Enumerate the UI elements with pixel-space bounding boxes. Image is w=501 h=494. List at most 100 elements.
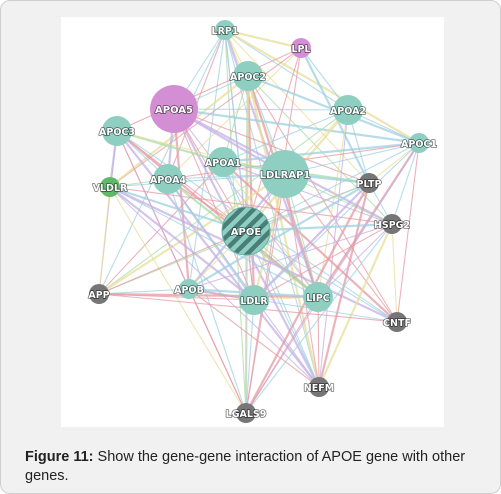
edge-apoa1-hspg2 [222,161,393,225]
edge-ldlrap1-vldlr [109,173,286,188]
node-lipc[interactable]: LIPC [303,282,333,312]
node-circle-lpl[interactable] [291,38,311,58]
edge-apoe-nefm [245,230,320,388]
edge-ldlrap1-nefm [284,173,320,388]
node-circle-cntf[interactable] [387,312,407,332]
node-hspg2[interactable]: HSPG2 [373,214,411,234]
node-label-ldlr: LDLR [240,296,268,307]
node-circle-lipc[interactable] [303,282,333,312]
edge-lpl-apoe [245,47,302,232]
edge-hspg2-nefm [317,223,394,388]
edge-apoa5-pltp [173,108,370,184]
node-apob[interactable]: APOB [173,279,205,299]
node-ldlr[interactable]: LDLR [239,285,269,315]
edge-ldlrap1-app [98,173,286,295]
edge-pltp-apob [188,182,370,290]
node-pltp[interactable]: PLTP [356,173,382,193]
node-label-apoc3: APOC3 [99,127,135,138]
node-apoc2[interactable]: APOC2 [229,61,267,91]
edge-lrp1-apoa2 [224,29,349,111]
edge-apoc3-apoa1 [116,129,224,164]
node-label-apoa5: APOA5 [155,105,193,116]
node-apoc3[interactable]: APOC3 [98,116,136,146]
node-circle-app[interactable] [89,284,109,304]
node-label-lipc: LIPC [306,293,330,304]
node-circle-ldlr[interactable] [239,285,269,315]
node-apoa5[interactable]: APOA5 [150,85,198,133]
edge-apoe-cntf [245,230,398,323]
node-circle-apoa5[interactable] [150,85,198,133]
edge-hspg2-apob [188,223,393,290]
node-label-lrp1: LRP1 [212,26,239,37]
node-label-apoa1: APOA1 [205,158,241,169]
node-label-lpl: LPL [291,44,310,55]
edge-apoc2-hspg2 [247,75,393,225]
caption-text: Show the gene-gene interaction of APOE g… [25,449,466,484]
node-circle-apoa1[interactable] [208,147,238,177]
edge-app-lipc [98,292,319,299]
node-circle-lgals9[interactable] [236,403,256,423]
edge-hspg2-lipc [317,223,393,298]
edge-vldlr-nefm [109,186,320,388]
edge-apoa5-apoa2 [173,108,349,111]
node-circle-apoc2[interactable] [233,61,263,91]
node-circle-hspg2[interactable] [382,214,402,234]
edge-apoc1-pltp [368,142,420,184]
node-circle-apoc3[interactable] [102,116,132,146]
edge-apoa5-lipc [173,108,319,298]
node-apoe[interactable]: APOE [221,206,271,256]
edge-apoc1-lgals9 [245,142,420,414]
edge-vldlr-ldlr [109,186,255,301]
node-label-pltp: PLTP [357,179,382,190]
node-circle-pltp[interactable] [359,173,379,193]
edge-ldlrap1-cntf [284,173,398,323]
edge-lipc-lgals9 [245,296,319,414]
edge-apob-cntf [188,288,398,323]
node-apoa1[interactable]: APOA1 [204,147,242,177]
edge-apoc1-apoa1 [222,141,420,164]
node-lrp1[interactable]: LRP1 [211,20,239,40]
node-apoc1[interactable]: APOC1 [400,133,438,153]
edge-apoa5-ldlr [173,108,255,301]
node-circle-ldlrap1[interactable] [261,150,309,198]
edge-lrp1-apoc1 [224,29,420,144]
node-label-vldlr: VLDLR [93,183,128,194]
edge-apob-nefm [188,288,320,388]
edge-apoc1-hspg2 [391,142,420,225]
node-label-apob: APOB [174,285,204,296]
node-label-apoa4: APOA4 [150,175,186,186]
node-circle-apoa2[interactable] [333,95,363,125]
edge-lrp1-lpl [224,28,302,50]
edge-apoc2-nefm [246,75,321,388]
caption-label: Figure 11: [25,449,94,465]
node-circle-nefm[interactable] [309,377,329,397]
figure-caption: Figure 11: Show the gene-gene interactio… [25,448,485,486]
node-label-ldlrap1: LDLRAP1 [260,170,311,181]
node-vldlr[interactable]: VLDLR [92,177,129,197]
node-label-cntf: CNTF [383,318,411,329]
node-lgals9[interactable]: LGALS9 [225,403,267,423]
node-cntf[interactable]: CNTF [382,312,412,332]
node-circle-vldlr[interactable] [100,177,120,197]
node-apoa2[interactable]: APOA2 [329,95,367,125]
node-app[interactable]: APP [88,284,110,304]
edge-apoc1-cntf [396,142,420,323]
edge-apob-lgals9 [188,288,247,414]
node-circle-lrp1[interactable] [215,20,235,40]
node-circle-apoa4[interactable] [153,164,183,194]
edge-vldlr-app [98,186,111,295]
edge-ldlr-lgals9 [245,299,255,414]
node-ldlrap1[interactable]: LDLRAP1 [259,150,311,198]
node-label-nefm: NEFM [304,383,334,394]
node-lpl[interactable]: LPL [291,38,311,58]
edge-apoe-app [98,230,247,295]
node-circle-apoc1[interactable] [409,133,429,153]
node-circle-apoe[interactable] [221,206,271,256]
edge-lpl-apoa4 [167,47,302,180]
node-circle-apob[interactable] [179,279,199,299]
node-apoa4[interactable]: APOA4 [149,164,187,194]
node-nefm[interactable]: NEFM [303,377,335,397]
